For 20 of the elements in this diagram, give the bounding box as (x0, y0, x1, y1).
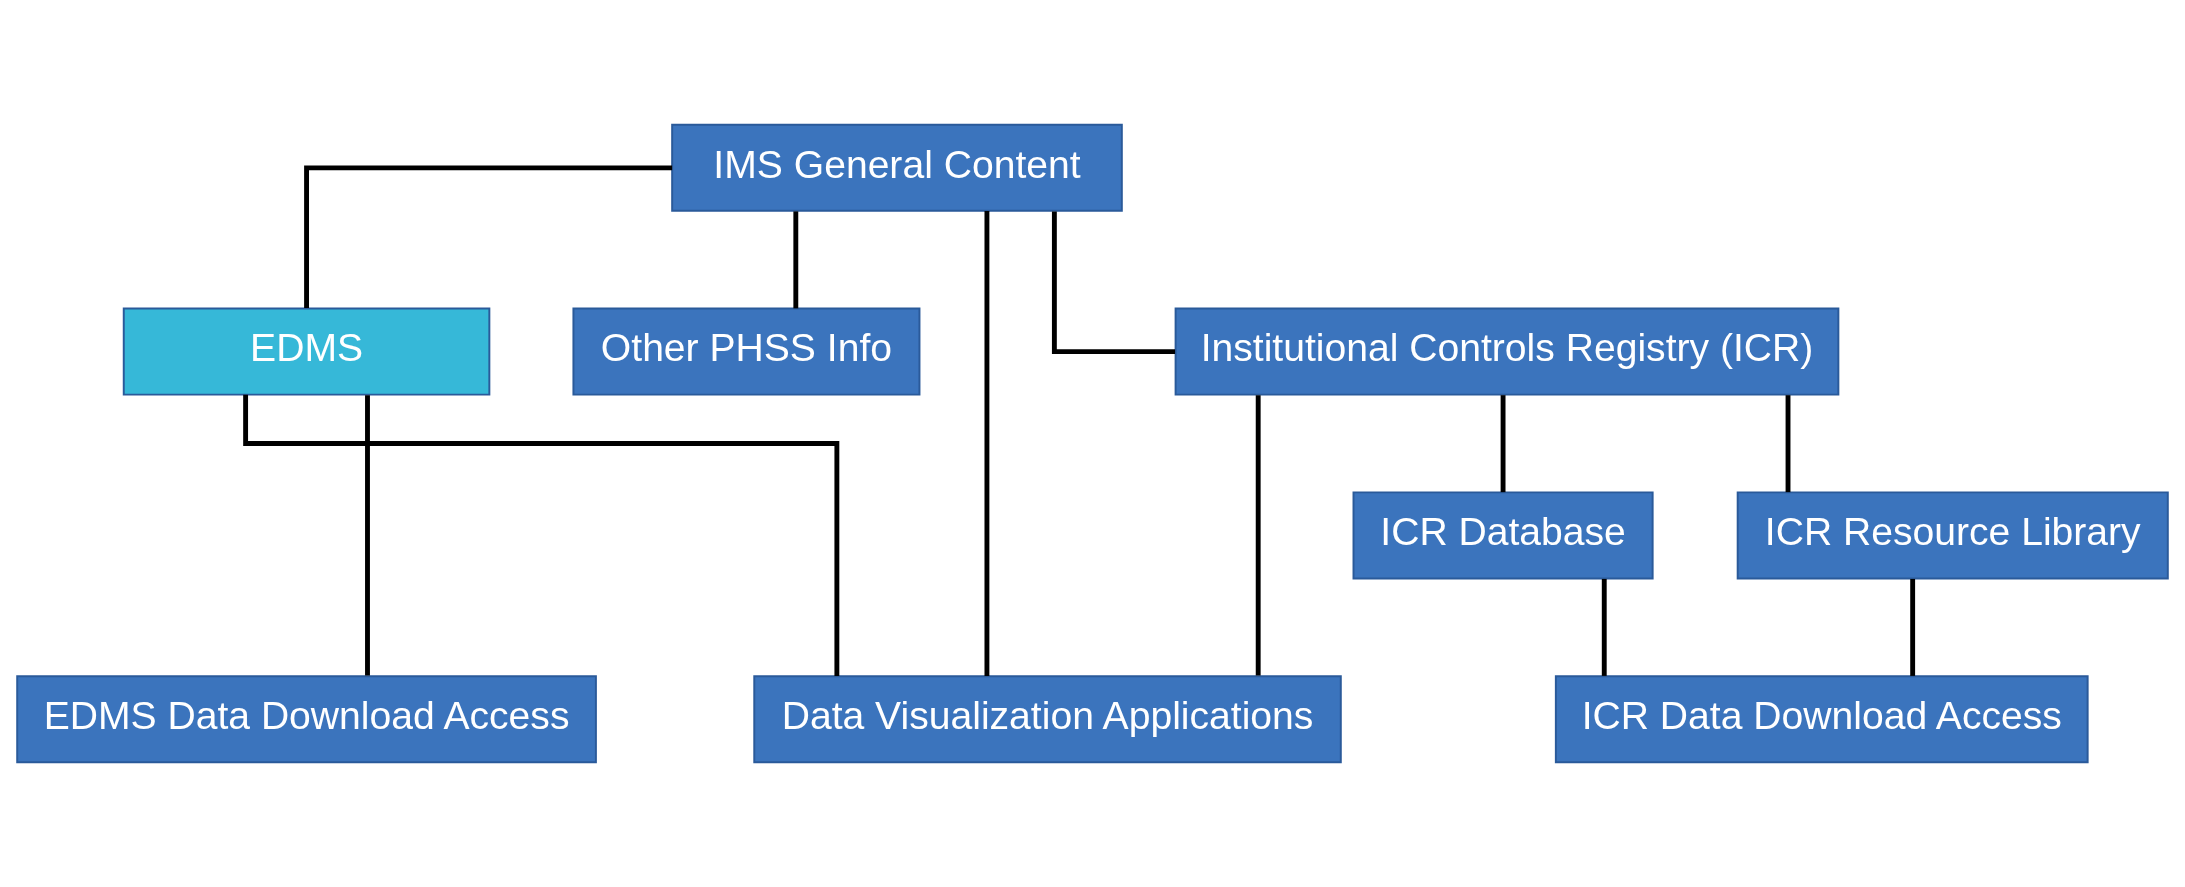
connector (1785, 395, 1791, 493)
node-box: Institutional Controls Registry (ICR) (1174, 307, 1840, 396)
connector (1601, 578, 1607, 676)
connector (1255, 395, 1261, 676)
node-box: EDMS Data Download Access (16, 675, 597, 764)
connector (1051, 211, 1176, 355)
node-box: Other PHSS Info (572, 307, 921, 396)
connector (304, 165, 673, 309)
node-box: Data Visualization Applications (753, 675, 1342, 764)
connector (984, 211, 990, 677)
node-box: ICR Resource Library (1736, 491, 2169, 580)
node-box: ICR Data Download Access (1554, 675, 2089, 764)
connector (365, 395, 370, 676)
connector (793, 211, 799, 309)
connector (1910, 578, 1916, 676)
node-box: IMS General Content (671, 123, 1123, 212)
connector (1500, 395, 1506, 493)
node-box: ICR Database (1352, 491, 1654, 580)
node-box: EDMS (122, 307, 491, 396)
connector (243, 394, 840, 677)
